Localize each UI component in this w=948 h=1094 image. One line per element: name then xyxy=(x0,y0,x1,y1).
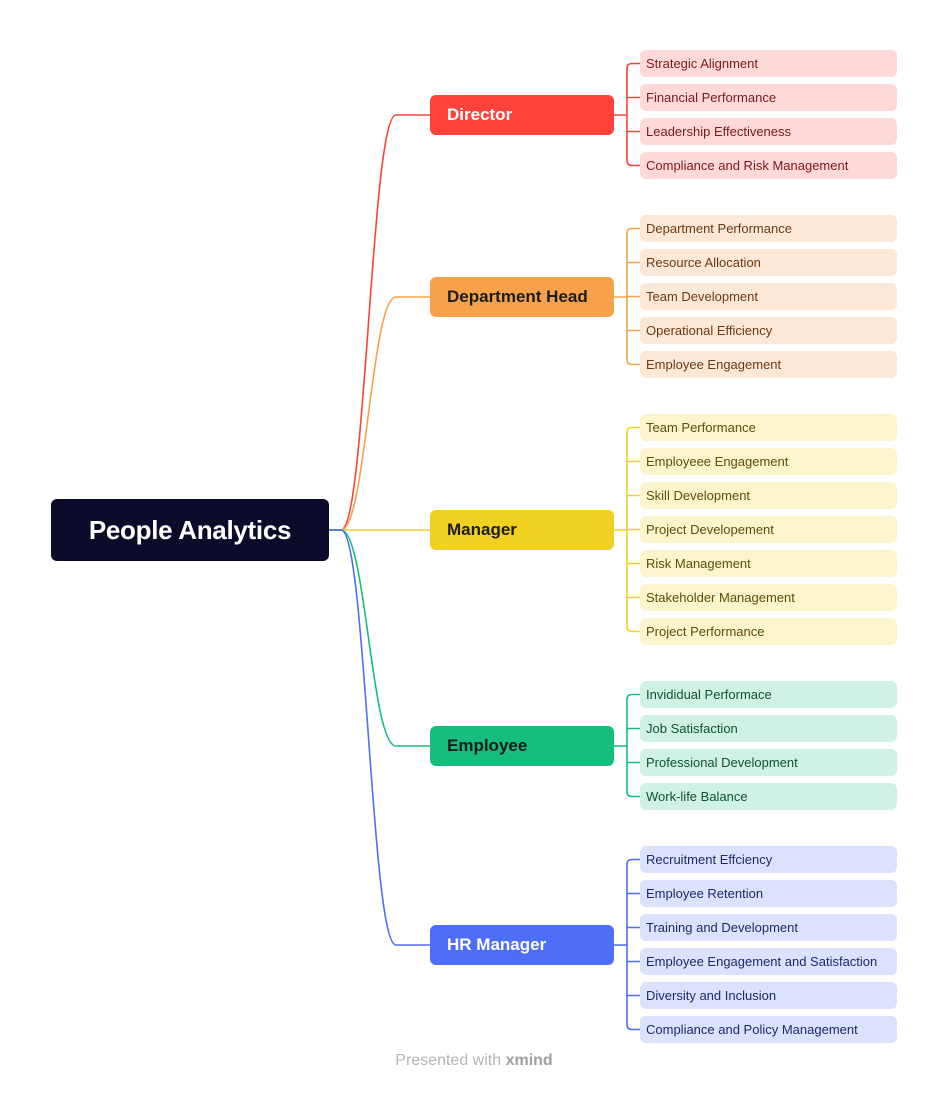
leaf-label: Invididual Performace xyxy=(646,687,772,702)
leaf-leadership-effectiveness[interactable]: Leadership Effectiveness xyxy=(640,118,897,145)
leaf-label: Project Performance xyxy=(646,624,765,639)
leaf-employee-engagement[interactable]: Employee Engagement xyxy=(640,351,897,378)
leaf-label: Operational Efficiency xyxy=(646,323,773,338)
leaf-invididual-performace[interactable]: Invididual Performace xyxy=(640,681,897,708)
leaf-project-performance[interactable]: Project Performance xyxy=(640,618,897,645)
leaf-employeee-engagement[interactable]: Employeee Engagement xyxy=(640,448,897,475)
leaf-label: Work-life Balance xyxy=(646,789,748,804)
leaf-label: Employeee Engagement xyxy=(646,454,789,469)
branch-hr-manager[interactable]: HR Manager xyxy=(430,925,614,965)
branch-label: HR Manager xyxy=(447,935,547,954)
leaf-label: Employee Engagement xyxy=(646,357,782,372)
branch-manager[interactable]: Manager xyxy=(430,510,614,550)
leaf-training-and-development[interactable]: Training and Development xyxy=(640,914,897,941)
leaf-risk-management[interactable]: Risk Management xyxy=(640,550,897,577)
leaf-label: Risk Management xyxy=(646,556,751,571)
branch-label: Director xyxy=(447,105,513,124)
leaf-label: Financial Performance xyxy=(646,90,777,105)
bracket-hr-manager xyxy=(626,858,641,1031)
leaf-label: Project Developement xyxy=(646,522,774,537)
leaf-recruitment-effciency[interactable]: Recruitment Effciency xyxy=(640,846,897,873)
branch-director[interactable]: Director xyxy=(430,95,614,135)
leaf-label: Employee Retention xyxy=(646,886,764,901)
footer-credit: Presented with xmind xyxy=(0,1052,948,1070)
connector-director xyxy=(328,114,431,531)
leaf-work-life-balance[interactable]: Work-life Balance xyxy=(640,783,897,810)
connector-hr-manager xyxy=(328,529,431,946)
leaf-strategic-alignment[interactable]: Strategic Alignment xyxy=(640,50,897,77)
leaf-financial-performance[interactable]: Financial Performance xyxy=(640,84,897,111)
branch-department-head[interactable]: Department Head xyxy=(430,277,614,317)
leaf-compliance-and-policy-management[interactable]: Compliance and Policy Management xyxy=(640,1016,897,1043)
bracket-employee xyxy=(626,693,641,798)
leaf-job-satisfaction[interactable]: Job Satisfaction xyxy=(640,715,897,742)
leaf-label: Job Satisfaction xyxy=(646,721,738,736)
leaf-team-performance[interactable]: Team Performance xyxy=(640,414,897,441)
leaf-label: Stakeholder Management xyxy=(646,590,795,605)
leaf-department-performance[interactable]: Department Performance xyxy=(640,215,897,242)
root-topic-label: People Analytics xyxy=(88,514,292,545)
leaf-label: Team Performance xyxy=(646,420,756,435)
leaf-employee-engagement-and-satisfaction[interactable]: Employee Engagement and Satisfaction xyxy=(640,948,897,975)
leaf-label: Training and Development xyxy=(646,920,798,935)
leaf-label: Compliance and Risk Management xyxy=(646,158,849,173)
branch-label: Manager xyxy=(447,520,517,539)
leaf-label: Recruitment Effciency xyxy=(646,852,773,867)
leaf-professional-development[interactable]: Professional Development xyxy=(640,749,897,776)
connector-department-head xyxy=(328,296,431,531)
leaf-operational-efficiency[interactable]: Operational Efficiency xyxy=(640,317,897,344)
leaf-project-developement[interactable]: Project Developement xyxy=(640,516,897,543)
leaf-label: Diversity and Inclusion xyxy=(646,988,777,1003)
bracket-director xyxy=(626,62,641,167)
leaf-stakeholder-management[interactable]: Stakeholder Management xyxy=(640,584,897,611)
leaf-label: Resource Allocation xyxy=(646,255,761,270)
leaf-label: Employee Engagement and Satisfaction xyxy=(646,954,878,969)
footer-prefix: Presented with xyxy=(395,1052,502,1069)
leaf-diversity-and-inclusion[interactable]: Diversity and Inclusion xyxy=(640,982,897,1009)
leaf-resource-allocation[interactable]: Resource Allocation xyxy=(640,249,897,276)
leaf-team-development[interactable]: Team Development xyxy=(640,283,897,310)
leaf-skill-development[interactable]: Skill Development xyxy=(640,482,897,509)
branch-label: Employee xyxy=(447,736,528,755)
leaf-compliance-and-risk-management[interactable]: Compliance and Risk Management xyxy=(640,152,897,179)
leaf-label: Leadership Effectiveness xyxy=(646,124,792,139)
connector-employee xyxy=(328,529,431,747)
root-topic[interactable]: People Analytics xyxy=(51,499,329,561)
leaf-label: Strategic Alignment xyxy=(646,56,759,71)
leaf-label: Team Development xyxy=(646,289,758,304)
leaf-employee-retention[interactable]: Employee Retention xyxy=(640,880,897,907)
branch-employee[interactable]: Employee xyxy=(430,726,614,766)
leaf-label: Professional Development xyxy=(646,755,798,770)
footer-brand[interactable]: xmind xyxy=(505,1052,553,1069)
leaf-label: Skill Development xyxy=(646,488,751,503)
leaf-label: Department Performance xyxy=(646,221,792,236)
branch-label: Department Head xyxy=(447,287,588,306)
leaf-label: Compliance and Policy Management xyxy=(646,1022,858,1037)
